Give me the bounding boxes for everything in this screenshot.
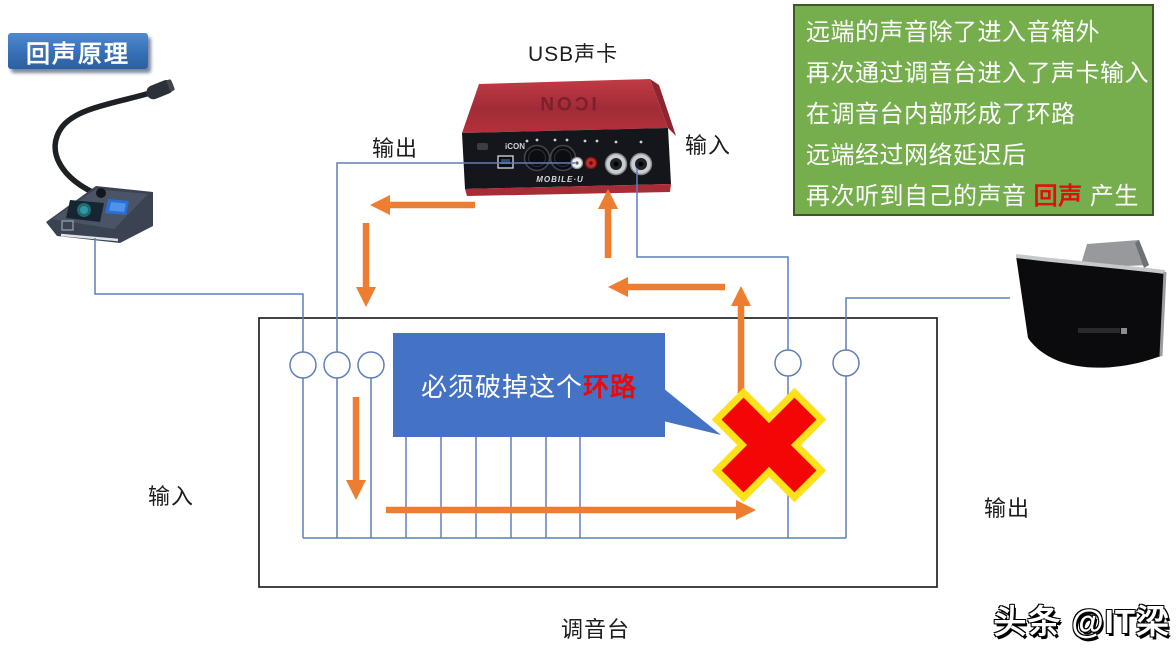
- soundcard-bottom-lip: [465, 184, 671, 196]
- speaker-front: [1016, 256, 1165, 368]
- mixer-knob: [357, 351, 385, 379]
- note-line: 远端的声音除了进入音箱外: [806, 19, 1100, 46]
- usb-soundcard-image: ICON iCON MOBILE·U: [462, 79, 676, 196]
- mixer-knob: [774, 349, 802, 377]
- mixer-knob: [289, 351, 317, 379]
- mic-gooseneck: [52, 90, 151, 199]
- mic-capsule: [146, 79, 175, 100]
- red-x-icon: [711, 387, 827, 503]
- mixer-knob: [323, 351, 351, 379]
- note-last-highlight: 回声: [1033, 183, 1083, 210]
- label-soundcard-output: 输出: [372, 136, 419, 161]
- soundcard-top-brand: ICON: [537, 92, 597, 113]
- speech-bubble-tail: [663, 388, 721, 435]
- note-line: 远端经过网络延迟后: [806, 142, 1027, 169]
- wire-speaker-to-mixer: [845, 297, 1010, 538]
- speaker-mount: [1080, 240, 1149, 268]
- note-line: 再次通过调音台进入了声卡输入: [806, 60, 1149, 87]
- label-mixer-output: 输出: [984, 496, 1031, 521]
- bubble-text-white: 必须破掉这个: [420, 371, 583, 402]
- soundcard-top: [462, 79, 668, 133]
- speaker-top-rim: [1015, 254, 1166, 274]
- speech-bubble-body: [393, 333, 665, 437]
- mixer-knob: [832, 349, 860, 377]
- mic-led-strip: [60, 233, 119, 242]
- mixer-knobs: [289, 349, 860, 379]
- wire-mic-to-mixer: [94, 238, 304, 538]
- bubble-text-red: 环路: [583, 371, 638, 402]
- mic-neck-socket: [96, 188, 106, 198]
- wires: [94, 162, 1010, 539]
- soundcard-switch: [477, 143, 488, 150]
- speaker-image: [1015, 240, 1167, 368]
- microphone-image: [46, 79, 175, 243]
- soundcard-model: MOBILE·U: [536, 175, 584, 184]
- watermark: 头条 @IT梁: [993, 603, 1170, 640]
- speech-bubble-shape: [393, 333, 721, 437]
- signal-arrows: [346, 189, 756, 520]
- soundcard-side: [650, 79, 676, 136]
- label-soundcard-input: 输入: [685, 133, 732, 158]
- explanation-note: 远端的声音除了进入音箱外 再次通过调音台进入了声卡输入 在调音台内部形成了环路 …: [793, 4, 1154, 216]
- note-line-last: 再次听到自己的声音 回声 产生: [806, 176, 1143, 217]
- mixer-outline: [258, 317, 938, 588]
- soundcard-title: USB声卡: [528, 43, 619, 66]
- title-badge: 回声原理: [8, 33, 148, 69]
- label-mixer: 调音台: [561, 617, 631, 642]
- mic-button-icon: [61, 220, 74, 231]
- note-line: 在调音台内部形成了环路: [806, 101, 1076, 128]
- label-mixer-input: 输入: [148, 484, 195, 509]
- speech-bubble-text: 必须破掉这个环路: [393, 333, 665, 437]
- wire-soundcard-output-to-mixer: [336, 162, 575, 538]
- soundcard-front-brand: iCON: [505, 142, 525, 151]
- note-last-pre: 再次听到自己的声音: [806, 183, 1034, 210]
- note-last-post: 产生: [1082, 183, 1139, 210]
